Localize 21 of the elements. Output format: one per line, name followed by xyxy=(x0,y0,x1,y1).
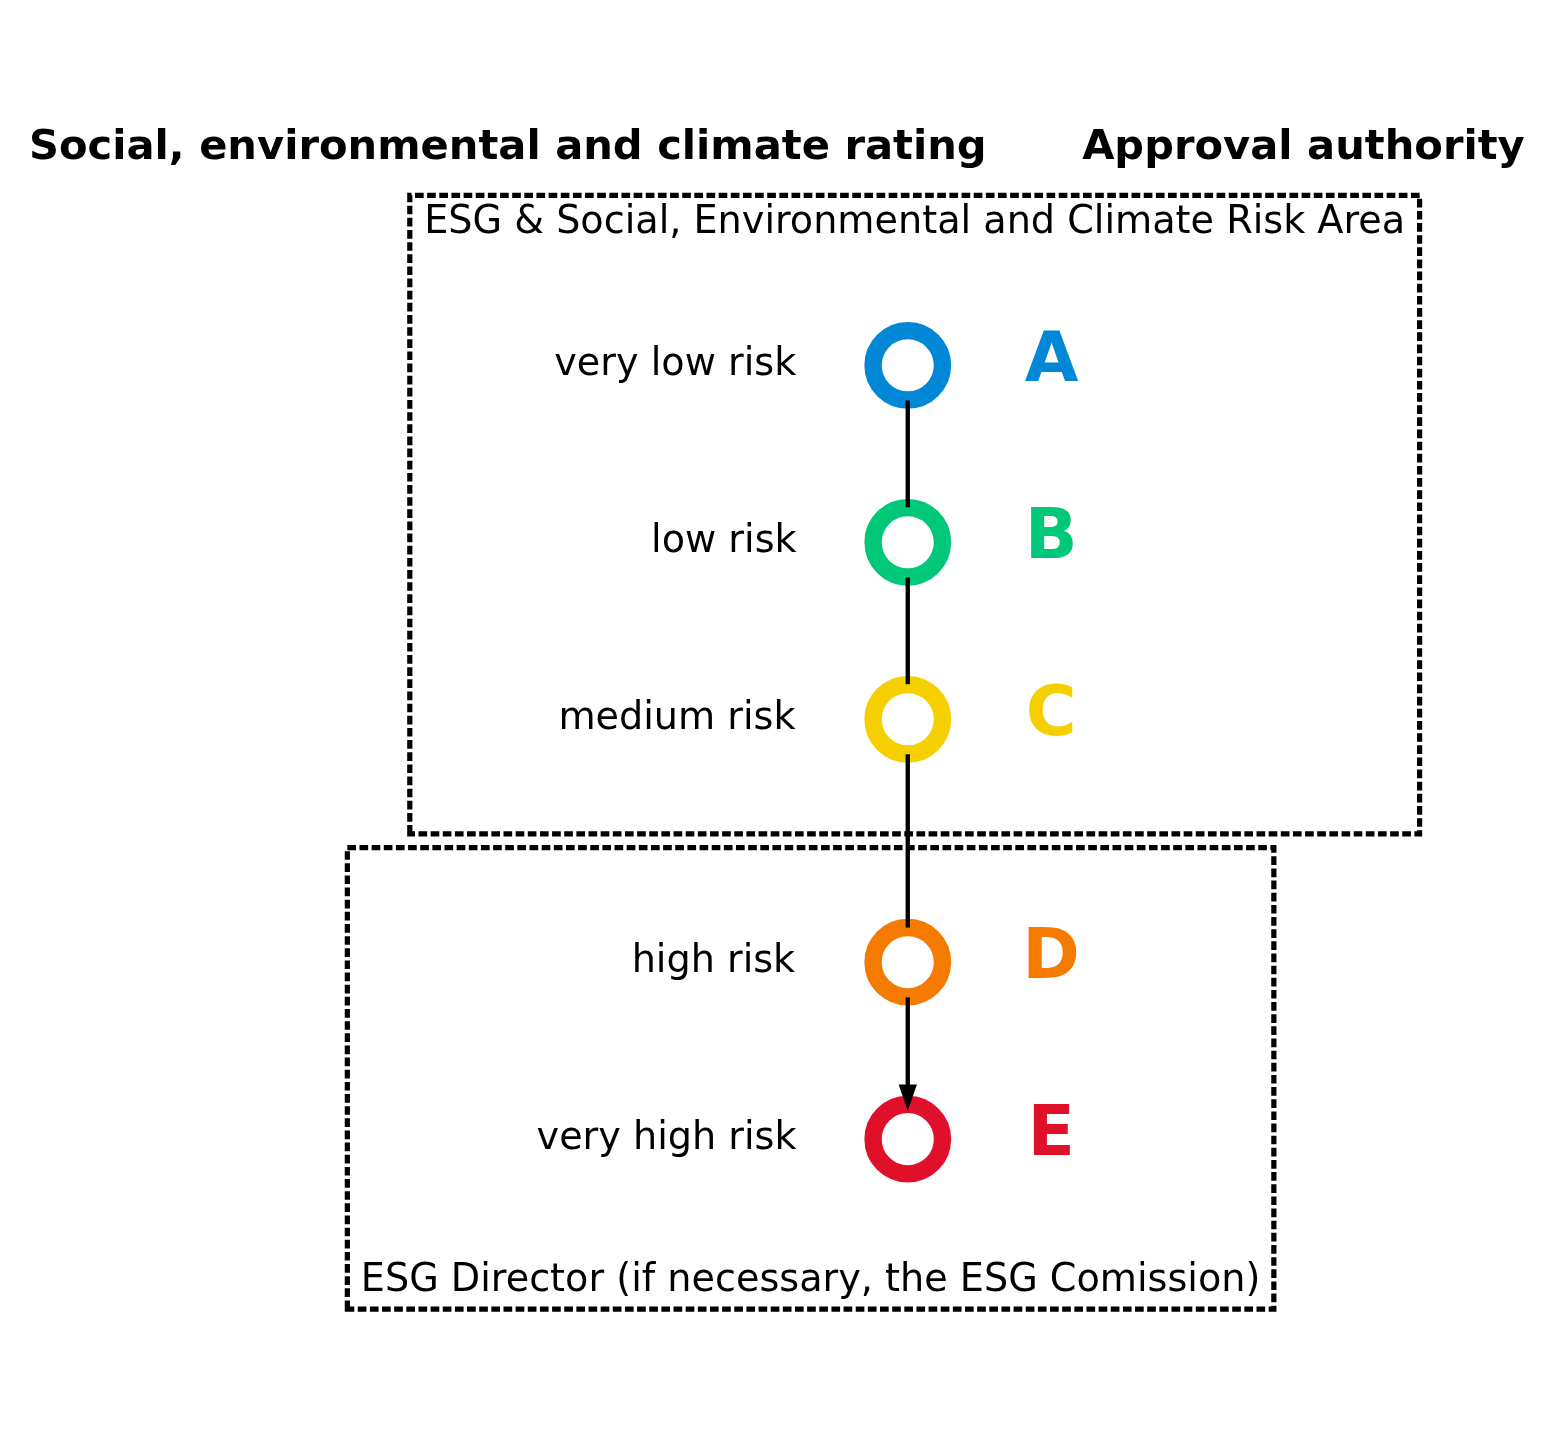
node-label: medium risk xyxy=(558,693,796,738)
node-label: low risk xyxy=(651,516,797,561)
node-label: high risk xyxy=(631,936,796,981)
node-label: E xyxy=(1027,1090,1075,1171)
node-label: A xyxy=(1024,316,1079,397)
label: Social, environmental and climate rating xyxy=(28,119,987,169)
node-circle xyxy=(864,918,952,1006)
node-circle xyxy=(864,675,952,763)
connector xyxy=(905,400,910,507)
node-circle xyxy=(864,498,952,586)
label: Approval authority xyxy=(1082,119,1525,169)
node-label: very high risk xyxy=(536,1113,797,1158)
arrow xyxy=(898,996,917,1111)
node-label: B xyxy=(1024,493,1078,574)
connector xyxy=(905,753,910,927)
connector xyxy=(905,577,910,684)
node-circle xyxy=(864,321,952,409)
node-circle xyxy=(864,1095,952,1183)
node-label: C xyxy=(1025,670,1077,751)
node-label: very low risk xyxy=(554,339,797,384)
node-label: D xyxy=(1022,913,1080,994)
